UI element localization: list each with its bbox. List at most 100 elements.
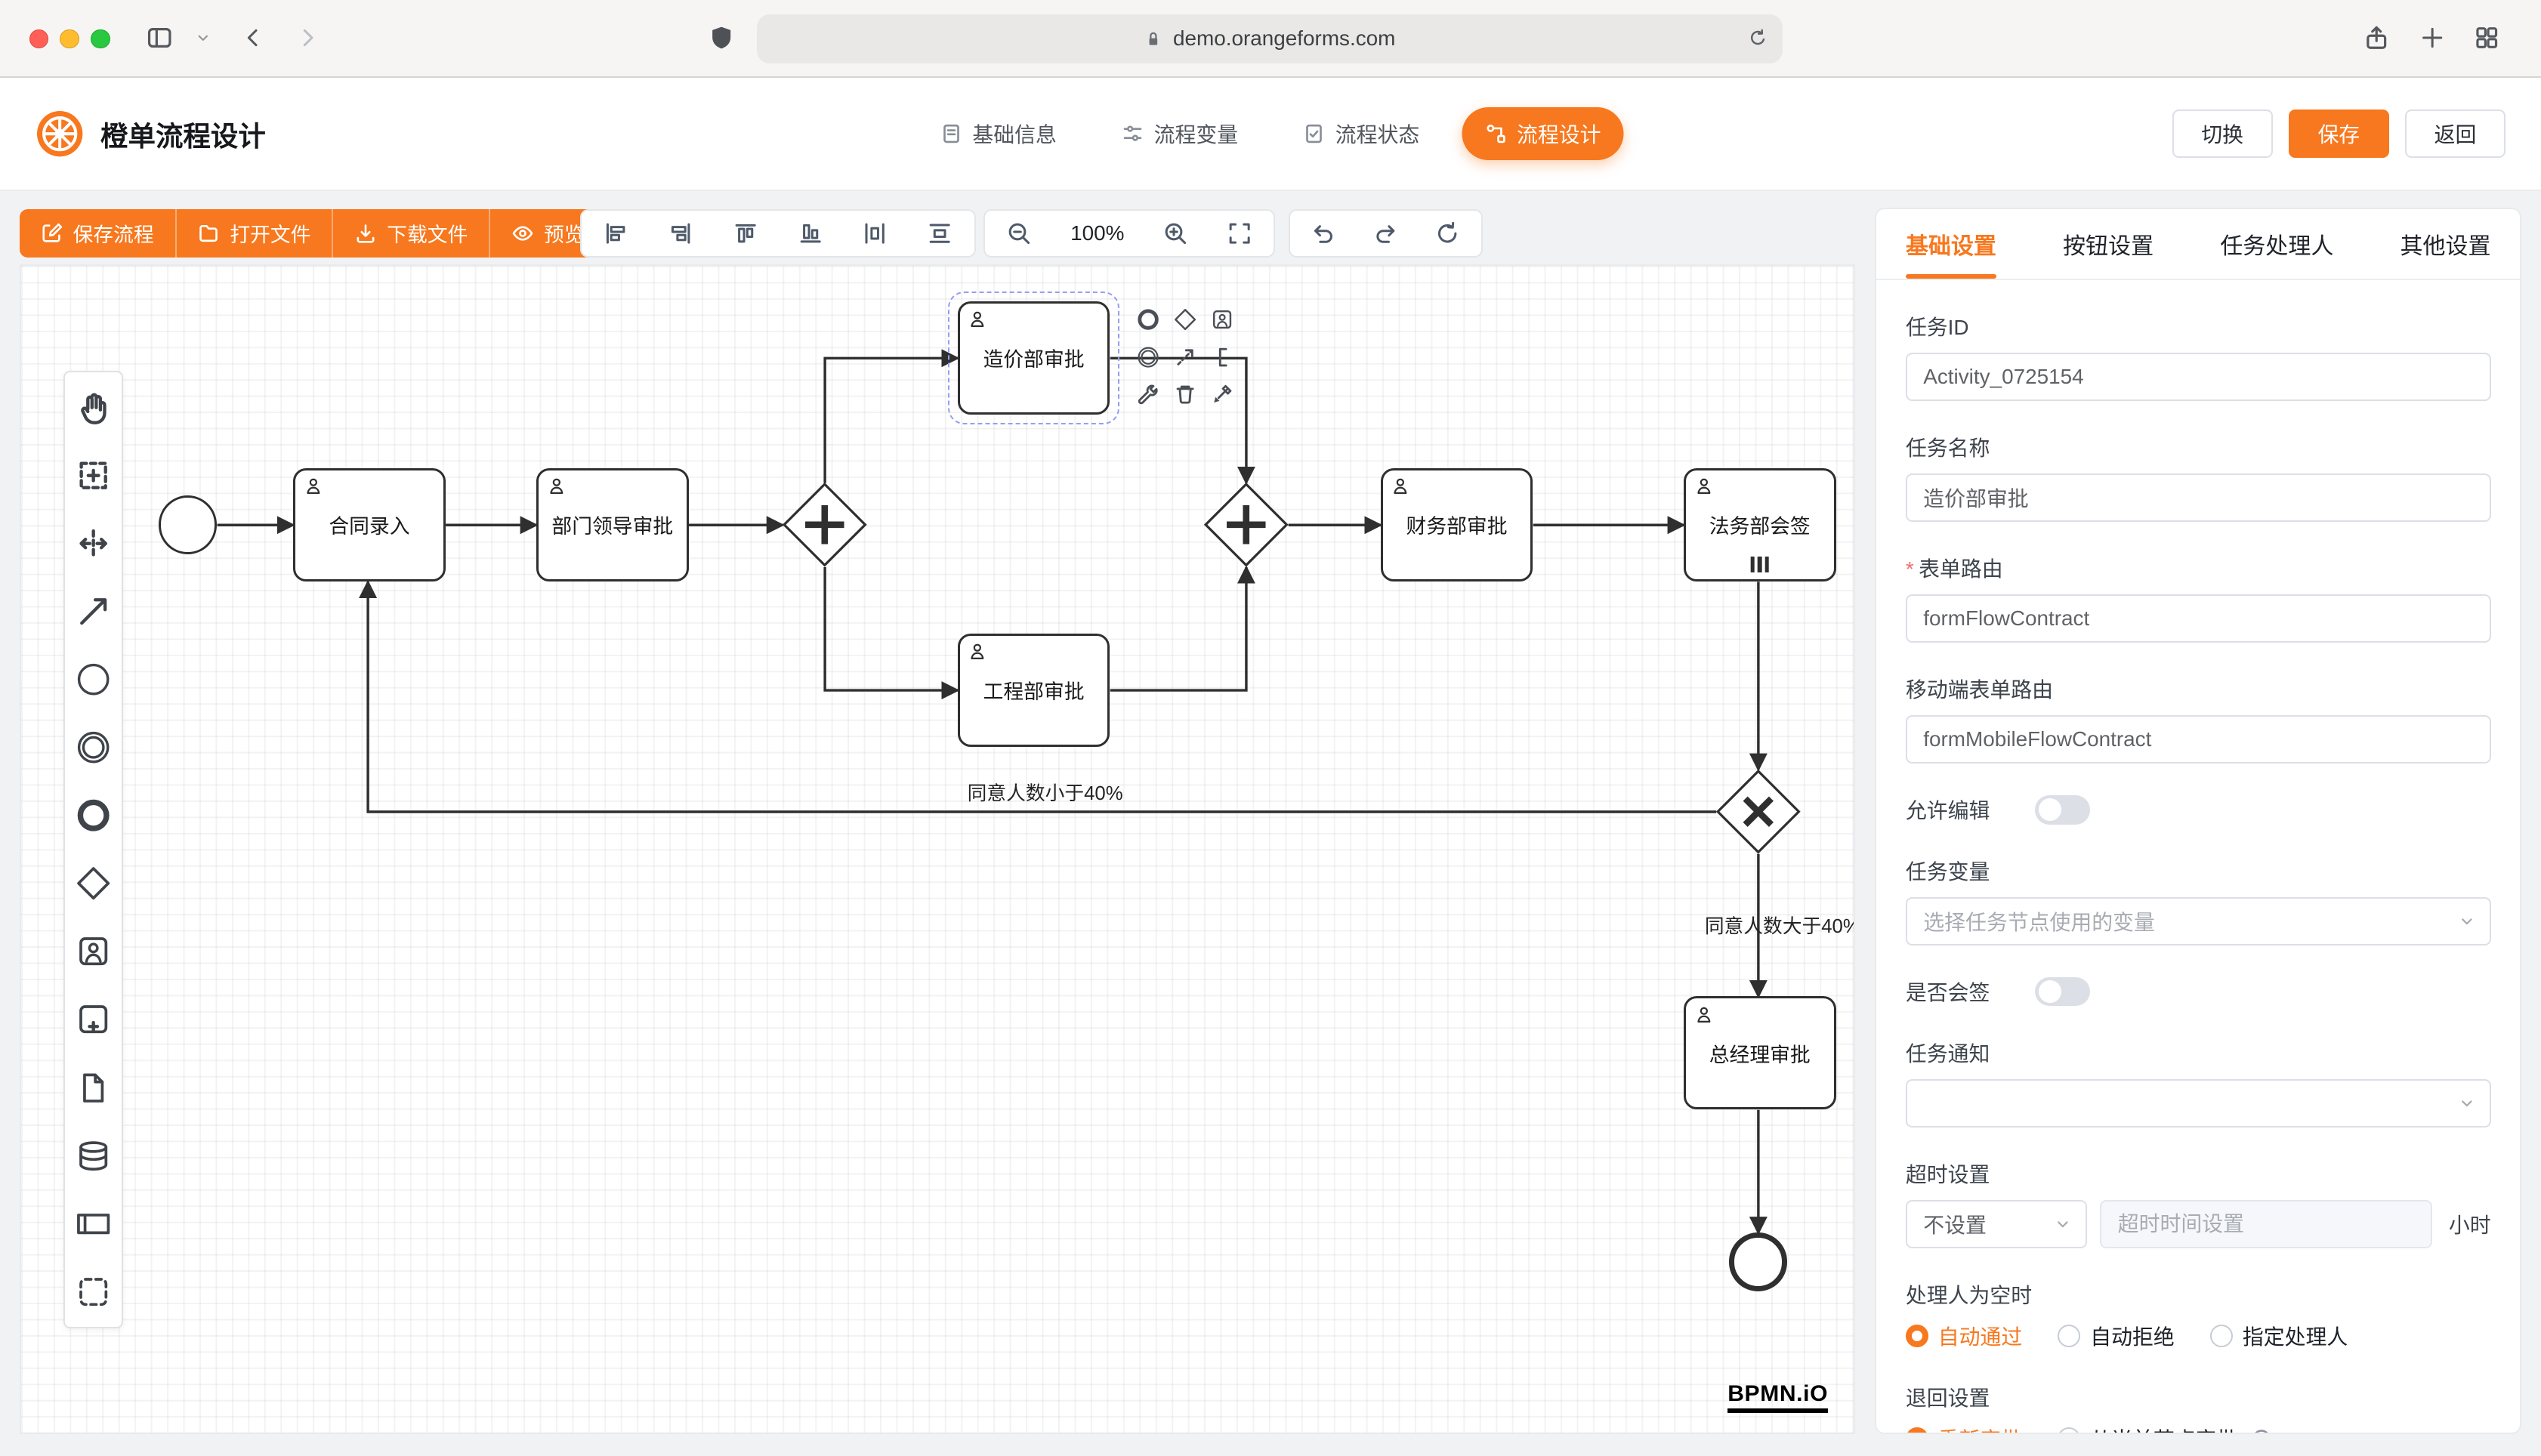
palette-hand-icon[interactable] [75,389,112,426]
palette-data-object-icon[interactable] [75,1069,112,1106]
palette-start-event-icon[interactable] [75,661,112,698]
bpmn-io-watermark[interactable]: BPMN.iO [1727,1380,1829,1413]
zoom-window-button[interactable] [91,29,110,49]
download-file-button[interactable]: 下载文件 [332,208,489,258]
task-id-input[interactable] [1905,352,2491,402]
sequence-flow[interactable] [358,579,1716,813]
distribute-v-icon[interactable] [927,221,952,246]
countersign-toggle[interactable] [2035,976,2091,1007]
reload-icon[interactable] [1747,29,1768,50]
mobile-form-route-input[interactable] [1905,715,2491,764]
align-left-icon[interactable] [603,221,628,246]
text-annotation-icon[interactable] [1207,341,1238,372]
palette-gateway-icon[interactable] [75,865,112,902]
task-variables-select[interactable]: 选择任务节点使用的变量 [1905,897,2491,946]
sequence-flow[interactable] [823,348,960,483]
allow-edit-toggle[interactable] [2035,794,2091,825]
distribute-h-icon[interactable] [862,221,888,246]
sequence-flow[interactable] [823,566,960,699]
exclusive-gateway[interactable] [1715,769,1801,854]
nav-tab-process-design[interactable]: 流程设计 [1462,107,1624,161]
delete-icon[interactable] [1170,379,1201,410]
tab-group-chevron-icon[interactable] [194,29,212,48]
panel-tab-3[interactable]: 任务处理人 [2220,233,2334,259]
close-window-button[interactable] [29,29,49,49]
bpmn-canvas[interactable]: 合同录入部门领导审批 造价部审批工程部审批 财务部审批 法务部会签总经理审批 同意人数小… [19,264,1856,1434]
panel-tab-4[interactable]: 其他设置 [2400,233,2491,259]
flow-condition-label[interactable]: 同意人数小于40% [967,782,1123,804]
minimize-window-button[interactable] [60,29,80,49]
edit-icon [41,222,63,245]
empty-handler-option[interactable]: 自动拒绝 [2058,1321,2175,1351]
reject-setting-option[interactable]: 从当前节点审批 [2058,1424,2271,1433]
save-flow-button[interactable]: 保存流程 [20,209,175,258]
palette-data-store-icon[interactable] [75,1137,112,1174]
empty-handler-option[interactable]: 自动通过 [1905,1321,2022,1351]
back-icon[interactable] [240,25,266,51]
forward-icon[interactable] [295,25,320,51]
reject-setting-option[interactable]: 重新审批 [1905,1424,2022,1433]
share-icon[interactable] [2363,24,2390,51]
privacy-shield-icon[interactable] [709,25,734,51]
task-contract-entry[interactable]: 合同录入 [293,467,446,582]
back-button[interactable]: 返回 [2405,109,2505,159]
zoom-in-icon[interactable] [1162,221,1188,246]
nav-tab-process-status[interactable]: 流程状态 [1280,107,1442,160]
start-event[interactable] [159,495,218,554]
panel-tab-2[interactable]: 按钮设置 [2063,233,2154,259]
panel-tab-1[interactable]: 基础设置 [1905,209,1996,279]
task-cost-dept-approval[interactable]: 造价部审批 [957,301,1110,415]
connect-icon[interactable] [1170,341,1201,372]
palette-end-event-icon[interactable] [75,797,112,834]
user-task-icon [304,477,323,496]
palette-subprocess-icon[interactable] [75,1001,112,1038]
preview-button[interactable]: 预览 [489,208,605,258]
redo-icon[interactable] [1372,221,1398,246]
timeout-mode-select[interactable]: 不设置 [1905,1200,2088,1249]
palette-space-icon[interactable] [75,525,112,562]
append-end-event-icon[interactable] [1132,304,1163,335]
end-event[interactable] [1728,1232,1788,1291]
sidebar-toggle-icon[interactable] [146,24,173,51]
empty-handler-option[interactable]: 指定处理人 [2209,1321,2348,1351]
nav-tab-process-variables[interactable]: 流程变量 [1099,107,1261,160]
replace-icon[interactable] [1207,379,1238,410]
switch-button[interactable]: 切换 [2172,109,2273,159]
zoom-out-icon[interactable] [1006,221,1032,246]
task-name-input[interactable] [1905,473,2491,523]
task-legal-countersign[interactable]: 法务部会签 [1683,467,1836,582]
fit-viewport-icon[interactable] [1227,221,1252,246]
align-right-icon[interactable] [668,221,693,246]
palette-lasso-icon[interactable] [75,457,112,494]
task-finance-approval[interactable]: 财务部审批 [1380,467,1533,582]
palette-group-icon[interactable] [75,1273,112,1310]
append-intermediate-event-icon[interactable] [1132,341,1163,372]
reset-icon[interactable] [1434,221,1460,246]
address-bar[interactable]: demo.orangeforms.com [756,14,1783,63]
task-engineering-approval[interactable]: 工程部审批 [957,633,1110,747]
palette-participant-icon[interactable] [75,1205,112,1242]
append-task-icon[interactable] [1207,304,1238,335]
form-route-input[interactable] [1905,594,2491,643]
open-file-button[interactable]: 打开文件 [174,208,332,258]
task-gm-approval[interactable]: 总经理审批 [1683,996,1836,1110]
undo-icon[interactable] [1311,221,1336,246]
parallel-gateway-1[interactable] [782,483,867,567]
parallel-gateway-2[interactable] [1203,483,1289,567]
palette-user-task-icon[interactable] [75,933,112,970]
append-gateway-icon[interactable] [1170,304,1201,335]
settings-icon[interactable] [1132,379,1163,410]
nav-tab-basic-info[interactable]: 基础信息 [917,107,1079,160]
sequence-flow[interactable] [1110,565,1255,692]
tab-overview-icon[interactable] [2473,24,2500,51]
flow-condition-label[interactable]: 同意人数大于40% [1704,915,1856,937]
palette-intermediate-event-icon[interactable] [75,729,112,766]
task-dept-leader-approval[interactable]: 部门领导审批 [536,467,689,582]
palette-connect-icon[interactable] [75,593,112,630]
align-bottom-icon[interactable] [798,221,823,246]
task-notify-select[interactable] [1905,1078,2491,1128]
timeout-value-input[interactable] [2100,1200,2433,1249]
new-tab-icon[interactable] [2419,25,2445,51]
align-top-icon[interactable] [733,221,758,246]
save-button[interactable]: 保存 [2288,109,2389,159]
